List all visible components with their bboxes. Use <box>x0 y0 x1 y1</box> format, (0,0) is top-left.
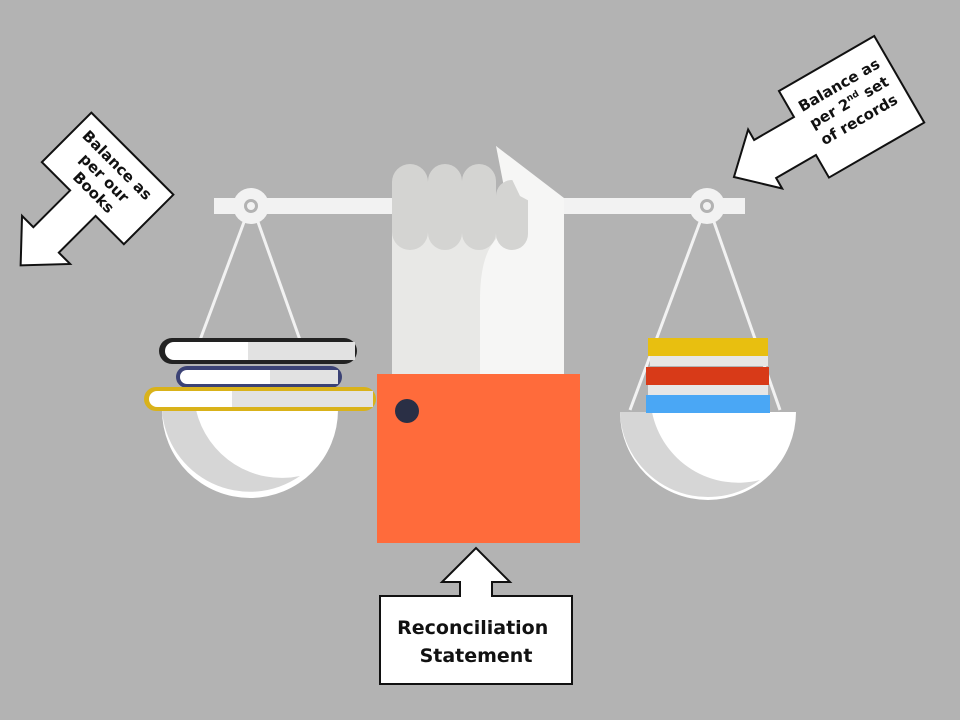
sleeve-button <box>395 399 419 423</box>
orange-sleeve <box>377 374 580 543</box>
right-pan-books <box>646 338 770 413</box>
right-callout: Balance as per 2nd set of records <box>732 34 926 190</box>
svg-text:Reconciliation Statement: Reconciliation Statement <box>397 617 555 667</box>
book-navy <box>176 366 342 388</box>
bottom-callout-line-1: Reconciliation <box>397 617 548 639</box>
raised-fist <box>392 146 564 376</box>
book-yellow <box>144 387 376 411</box>
bottom-callout-line-2: Statement <box>420 645 533 667</box>
left-pan-books <box>144 338 376 411</box>
left-callout: Balance as per our Books <box>19 111 175 267</box>
left-pan <box>162 410 338 498</box>
right-pan <box>620 412 796 500</box>
left-pan-strings <box>198 221 302 341</box>
bottom-callout: Reconciliation Statement <box>379 546 573 685</box>
book-black <box>159 338 357 364</box>
